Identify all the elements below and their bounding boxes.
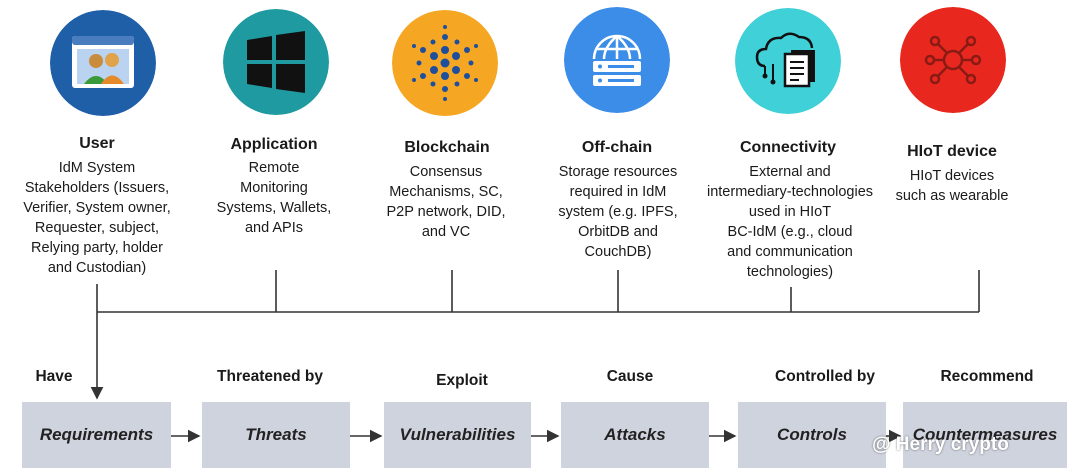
user-circle [50,10,156,116]
verb-controlled-by: Controlled by [775,368,875,385]
windows-logo-icon [223,9,329,115]
box-countermeasures: Countermeasures [903,402,1067,468]
column-title-hiot-device: HIoT device [907,143,997,160]
cardano-dots-icon [392,10,498,116]
box-threats: Threats [202,402,350,468]
box-controls: Controls [738,402,886,468]
verb-threatened-by: Threatened by [217,368,323,385]
column-desc-user: IdM System Stakeholders (Issuers, Verifi… [23,160,171,276]
application-circle [223,9,329,115]
column-desc-application: Remote Monitoring Systems, Wallets, and … [216,160,332,236]
network-hub-icon [900,7,1006,113]
column-desc-offchain: Storage resources required in IdM system… [558,164,678,260]
column-desc-hiot-device: HIoT devices such as wearable [895,168,1009,204]
column-title-application: Application [230,136,318,153]
blockchain-circle [392,10,498,116]
verb-exploit: Exploit [436,372,488,389]
column-title-blockchain: Blockchain [404,139,490,156]
watermark-text: @ Herry crypto [872,434,1009,455]
box-vulnerabilities: Vulnerabilities [384,402,531,468]
column-title-connectivity: Connectivity [739,139,836,156]
column-desc-connectivity: External and intermediary-technologies u… [706,164,874,280]
column-title-user: User [79,135,115,152]
connectivity-circle [735,8,841,114]
verb-have: Have [35,368,73,385]
column-title-offchain: Off-chain [581,139,653,156]
verb-cause: Cause [606,368,654,385]
offchain-circle [564,7,670,113]
cloud-documents-icon [735,8,841,114]
hiot-device-circle [900,7,1006,113]
box-attacks: Attacks [561,402,709,468]
verb-recommend: Recommend [940,368,1034,385]
column-desc-blockchain: Consensus Mechanisms, SC, P2P network, D… [386,164,506,240]
globe-server-icon [564,7,670,113]
user-window-icon [50,10,156,116]
box-requirements: Requirements [22,402,171,468]
